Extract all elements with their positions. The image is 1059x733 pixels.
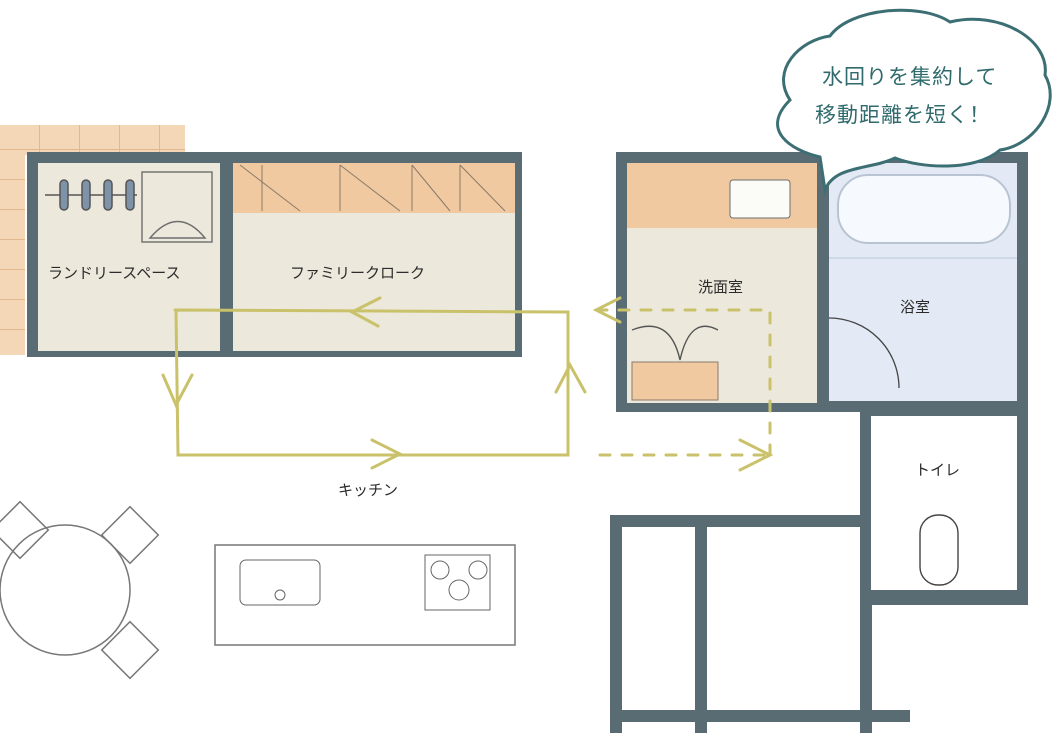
family-cloak-label: ファミリークローク xyxy=(290,264,425,282)
route-arrow-icon xyxy=(554,361,587,394)
callout-line2: 移動距離を短く！ xyxy=(815,103,991,127)
kitchen-sink-icon xyxy=(239,559,321,606)
callout-bubble: 水回りを集約して 移動距離を短く！ xyxy=(776,8,1052,196)
hanger-rail-icon xyxy=(45,179,137,211)
family-cloak-room: ファミリークローク xyxy=(222,152,522,357)
bathtub-icon xyxy=(837,174,1011,244)
toilet-room: トイレ xyxy=(860,405,1028,605)
stove-icon xyxy=(424,554,491,611)
storage-walls xyxy=(610,515,1028,733)
deck-tiles xyxy=(0,125,185,355)
route-arrow-icon xyxy=(738,438,774,472)
washroom-label: 洗面室 xyxy=(698,278,743,296)
kitchen-label: キッチン xyxy=(338,481,398,499)
route-arrow-icon xyxy=(161,373,194,409)
washroom: 洗面室 xyxy=(616,152,824,412)
route-arrow-icon xyxy=(348,296,382,328)
kitchen-counter: キッチン xyxy=(214,481,516,646)
route-arrow-icon xyxy=(592,296,622,324)
dining-table-icon xyxy=(0,500,160,680)
washing-machine-icon xyxy=(141,171,213,243)
route-arrow-icon xyxy=(370,438,404,470)
bathroom: 浴室 xyxy=(818,152,1028,412)
toilet-icon xyxy=(919,514,959,586)
bathroom-label: 浴室 xyxy=(900,298,930,316)
route-lines xyxy=(161,296,774,472)
laundry-label: ランドリースペース xyxy=(48,264,180,282)
laundry-room: ランドリースペース xyxy=(27,152,227,357)
callout-line1: 水回りを集約して xyxy=(822,65,997,89)
toilet-label: トイレ xyxy=(915,461,960,479)
sink-icon xyxy=(729,179,791,219)
